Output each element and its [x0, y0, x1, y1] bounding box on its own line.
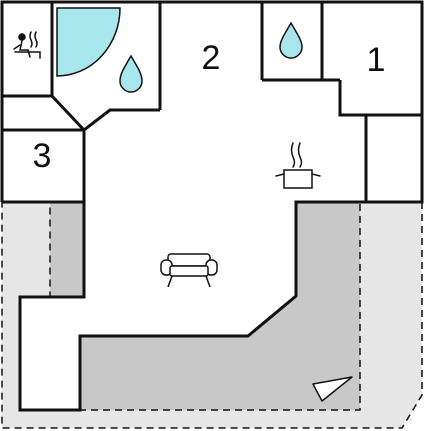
room-label-1: 1 — [367, 41, 386, 79]
room-label-2: 2 — [202, 39, 221, 77]
room-label-3: 3 — [33, 137, 52, 175]
cooking-pot-icon — [275, 142, 321, 189]
whirlpool-tub — [56, 7, 121, 77]
sauna-icon — [13, 31, 41, 59]
house-interior — [2, 2, 422, 410]
sun-lounger-icon — [312, 376, 353, 402]
walls — [0, 0, 424, 412]
water-drop-icon — [119, 54, 143, 93]
water-drop-icon — [279, 21, 303, 59]
sofa-icon — [160, 253, 218, 288]
